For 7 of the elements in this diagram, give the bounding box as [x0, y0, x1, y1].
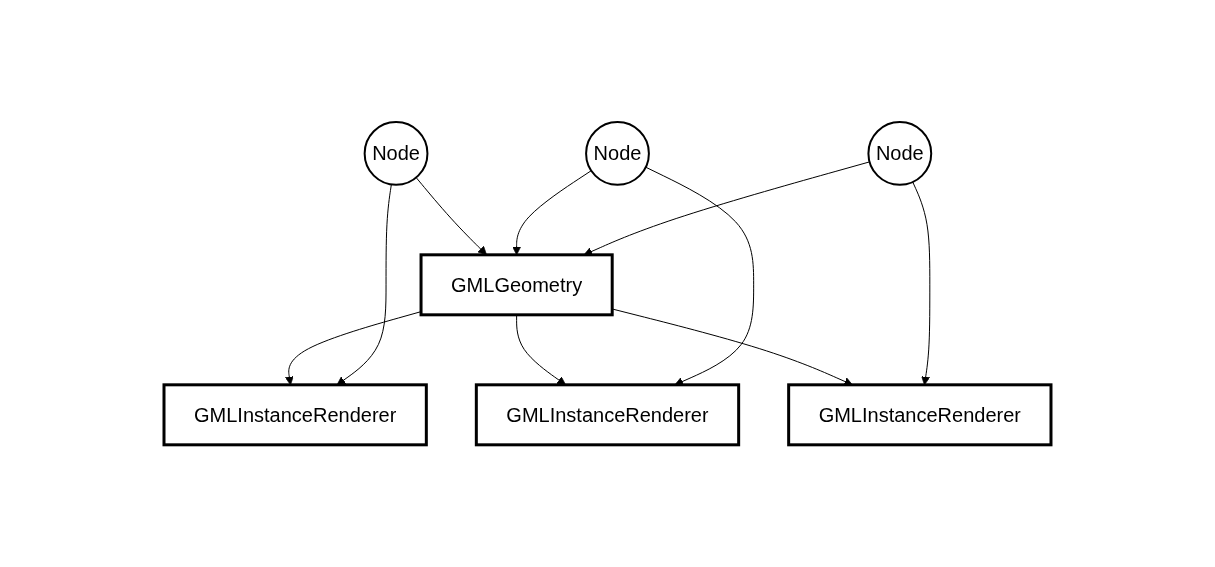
node-box: GMLGeometry: [419, 253, 614, 317]
node-circle: Node: [363, 121, 429, 186]
node-circle: Node: [585, 121, 650, 186]
node-circle: Node: [867, 121, 933, 186]
node-box: GMLInstanceRenderer: [474, 383, 741, 447]
node-box: GMLInstanceRenderer: [787, 383, 1053, 447]
node-box: GMLInstanceRenderer: [162, 383, 428, 447]
